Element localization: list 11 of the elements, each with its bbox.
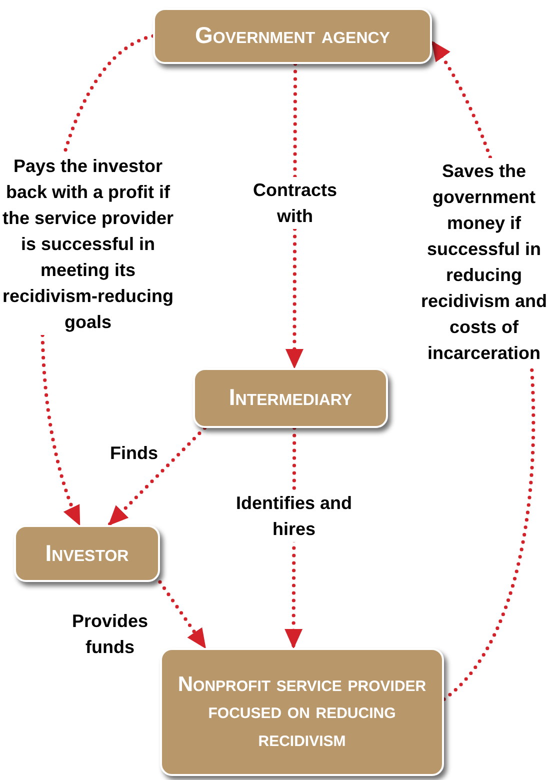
dotted-arrow — [107, 426, 206, 527]
rounded-box — [160, 648, 444, 776]
box-label: Intermediary — [228, 383, 352, 412]
rounded-box — [153, 8, 432, 64]
box-label: Government agency — [195, 21, 390, 50]
box-label: Investor — [45, 538, 129, 568]
rounded-box — [14, 525, 160, 582]
dotted-arrow — [158, 580, 208, 650]
edge-label: Pays the investor back with a profit if the service provider is successful in meeting its recidivism-reducing goals — [2, 153, 174, 335]
box-label: Nonprofit service provider focused on reducing recidivism — [176, 672, 428, 753]
rounded-box — [193, 368, 388, 428]
